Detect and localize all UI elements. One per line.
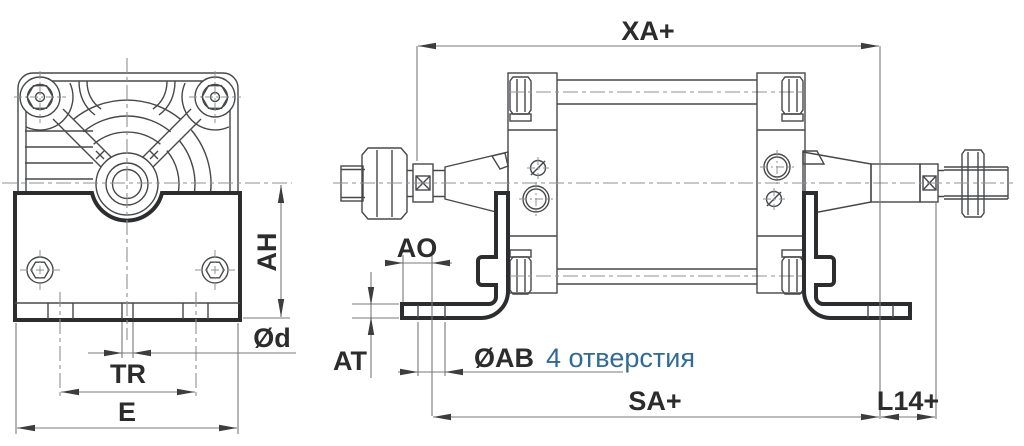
side-view (333, 72, 1013, 320)
rear-cap (756, 72, 806, 295)
dim-label-at: AT (333, 346, 367, 376)
rear-foot-bracket (802, 191, 912, 320)
dim-label-e: E (118, 397, 136, 427)
dimensions: XA+ AO AT ØAB 4 отверстия SA+ L14+ AH Ød… (15, 16, 939, 434)
tie-rods (509, 79, 805, 285)
front-cushion-screw (527, 157, 549, 179)
dim-label-od: Ød (253, 323, 291, 353)
dim-label-ao: AO (397, 233, 438, 263)
dim-label-sa: SA+ (628, 386, 681, 416)
plate-screw-left (20, 250, 60, 290)
dim-label-ah: AH (252, 233, 282, 272)
foot-hole-edges (417, 305, 894, 318)
corner-screw-top-left (14, 71, 66, 123)
corner-screw-top-right (189, 71, 241, 123)
dim-label-l14: L14+ (877, 386, 939, 416)
dim-note-holes: 4 отверстия (546, 343, 695, 373)
dim-label-tr: TR (110, 359, 146, 389)
rear-cushion-screw (763, 188, 785, 210)
front-port (519, 182, 553, 216)
plate-screw-right (195, 250, 235, 290)
dim-label-ab: ØAB (474, 343, 534, 373)
front-foot-bracket (400, 191, 510, 320)
dim-label-xa: XA+ (621, 16, 674, 46)
front-view (2, 58, 292, 340)
rear-port (760, 150, 794, 184)
